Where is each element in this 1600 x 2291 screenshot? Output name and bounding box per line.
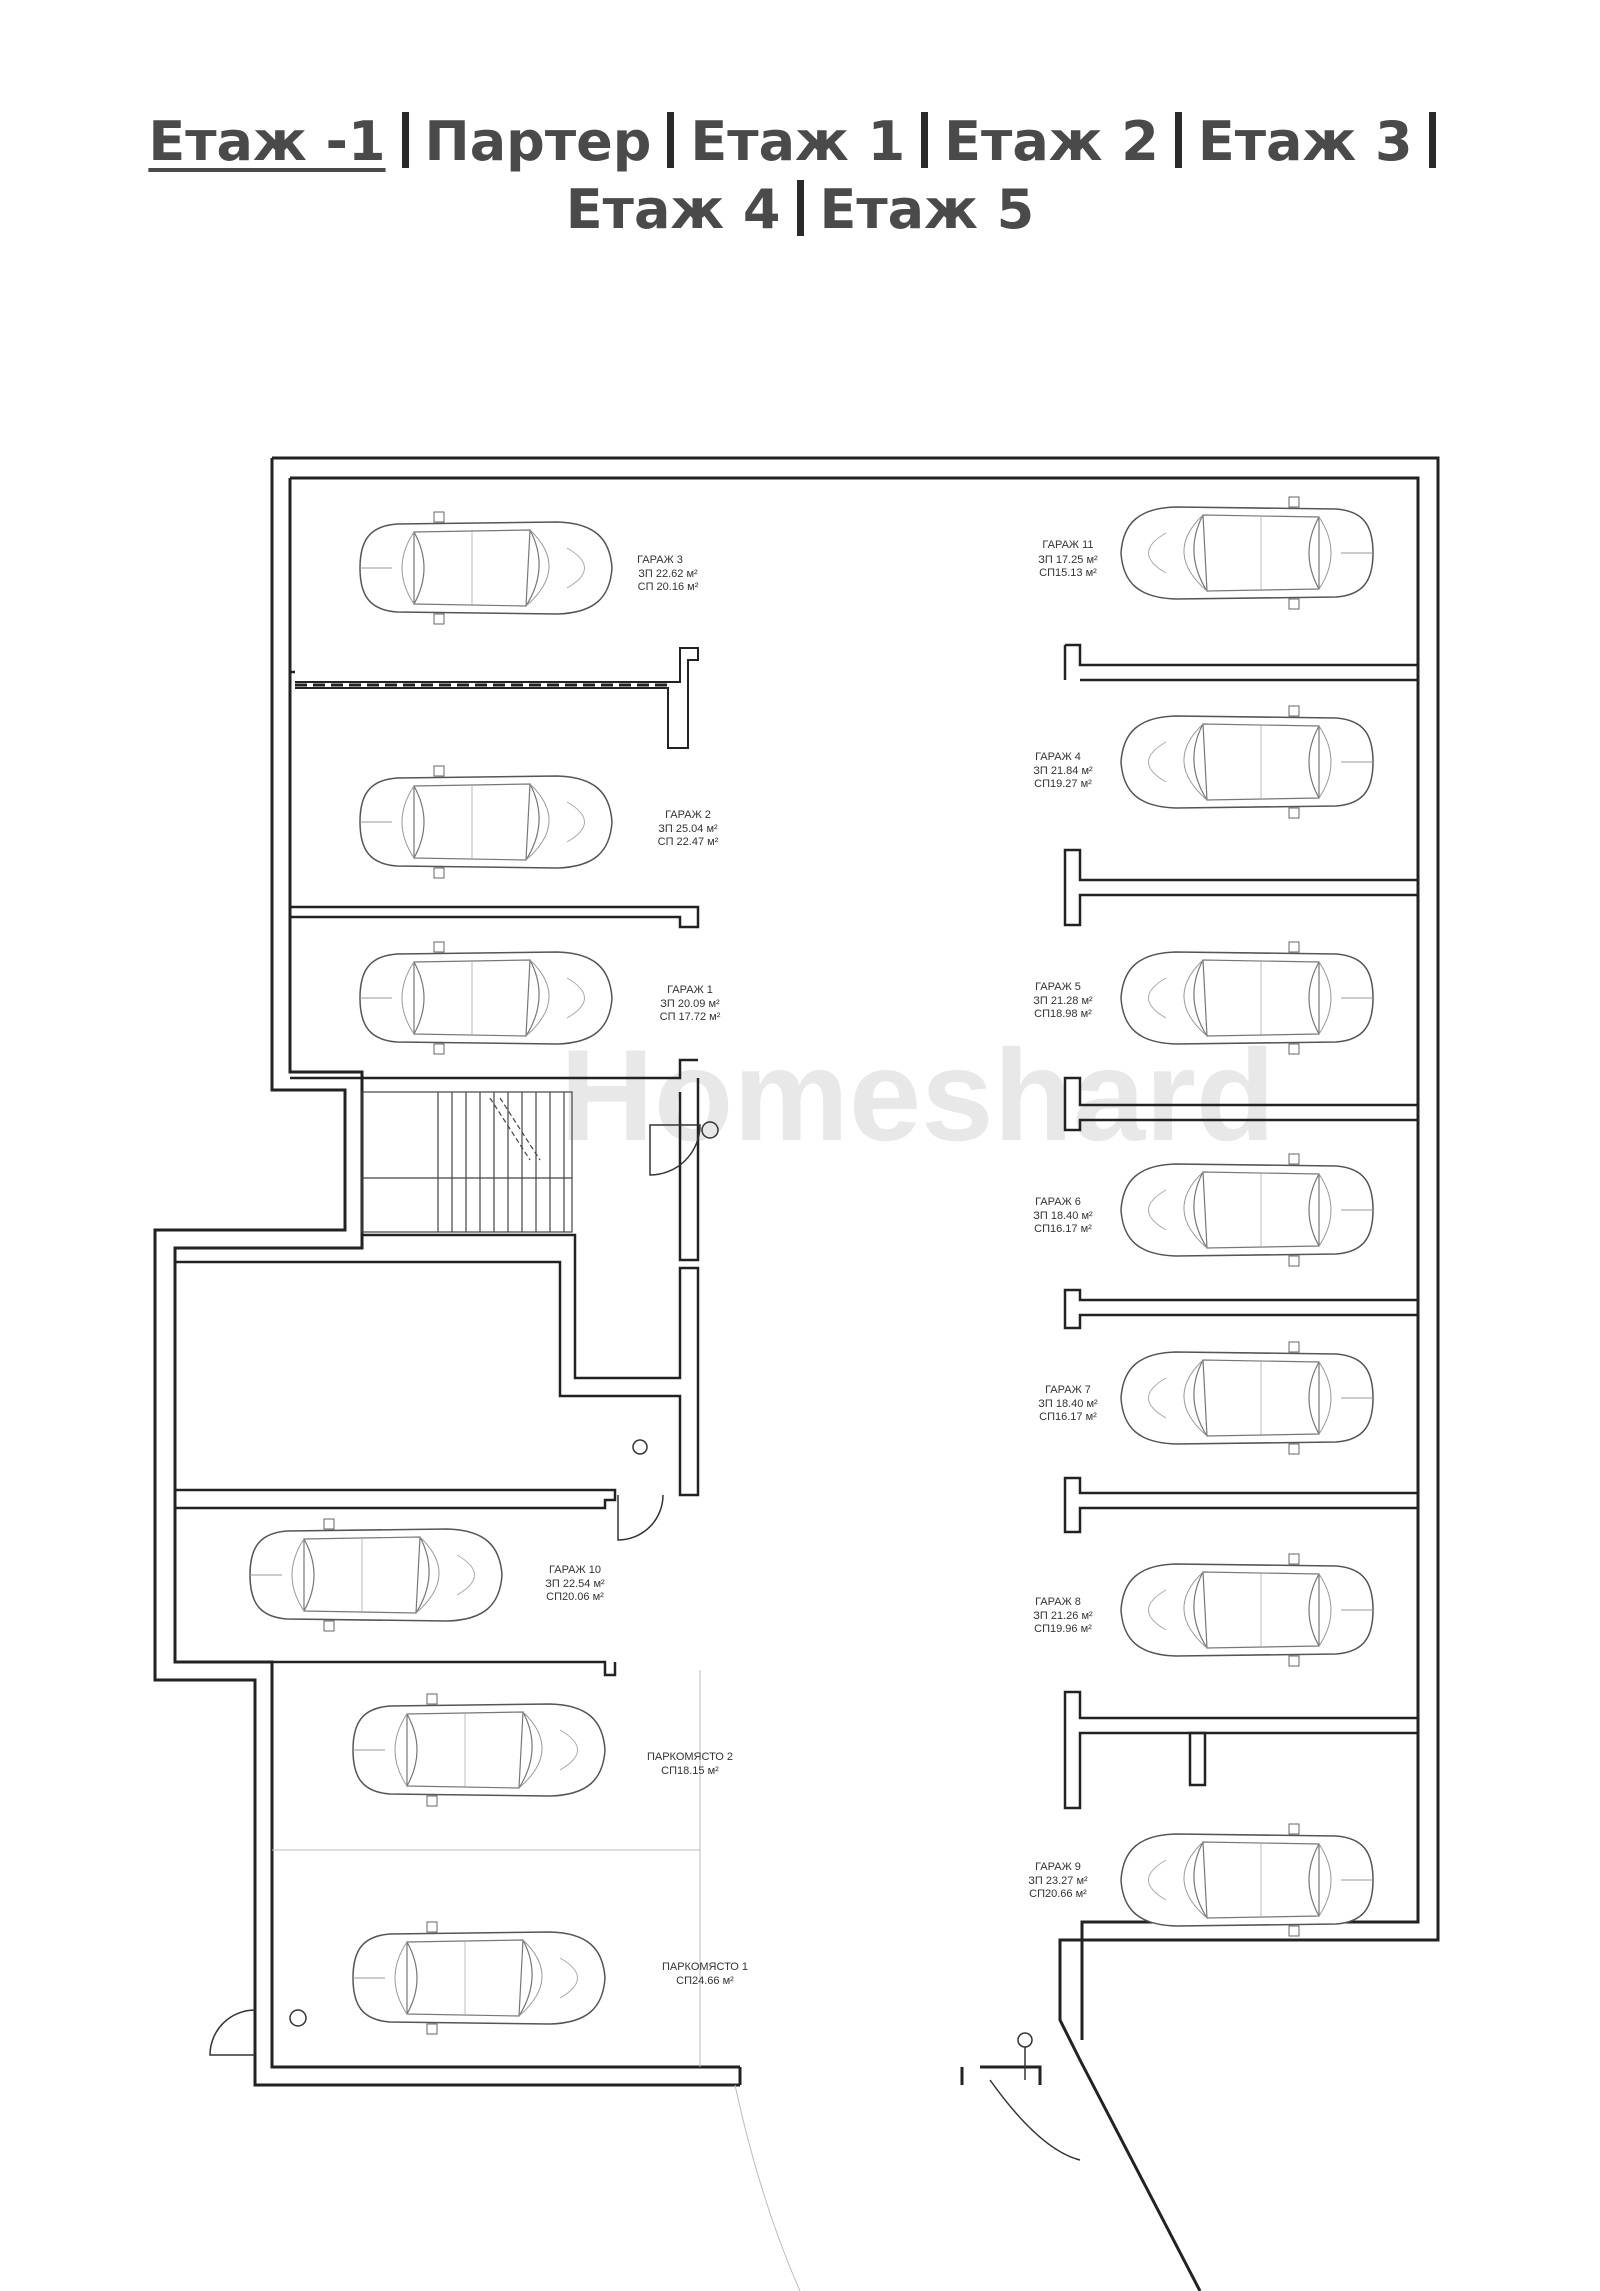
nav-separator [667, 112, 675, 168]
unit-sp: СП20.06 м² [546, 1591, 604, 1603]
garage-10-label[interactable]: ГАРАЖ 10 ЗП 22.54 м² СП20.06 м² [545, 1564, 605, 1603]
car-icon [1121, 1154, 1373, 1266]
unit-name: ГАРАЖ 11 [1042, 539, 1093, 551]
parking-2-label[interactable]: ПАРКОМЯСТО 2 СП18.15 м² [647, 1751, 733, 1777]
garage-3-label[interactable]: ГАРАЖ 3 ЗП 22.62 м² СП 20.16 м² [637, 554, 699, 593]
garage-11-label[interactable]: ГАРАЖ 11 ЗП 17.25 м² СП15.13 м² [1038, 539, 1098, 579]
unit-zp: ЗП 23.27 м² [1028, 1875, 1088, 1887]
unit-name: ГАРАЖ 4 [1035, 751, 1081, 763]
floor-link-2[interactable]: Етаж 2 [944, 110, 1159, 173]
parking-1-label[interactable]: ПАРКОМЯСТО 1 СП24.66 м² [662, 1961, 748, 1987]
unit-sp: СП18.15 м² [661, 1765, 719, 1777]
garage-7-label[interactable]: ГАРАЖ 7 ЗП 18.40 м² СП16.17 м² [1038, 1384, 1098, 1423]
unit-sp: СП19.96 м² [1034, 1623, 1092, 1635]
unit-sp: СП16.17 м² [1039, 1411, 1097, 1423]
car-icon [1121, 1554, 1373, 1666]
floor-link-3[interactable]: Етаж 3 [1197, 110, 1413, 173]
floor-link-minus-1[interactable]: Етаж -1 [148, 110, 386, 173]
unit-zp: ЗП 18.40 м² [1033, 1210, 1093, 1222]
floor-link-4[interactable]: Етаж 4 [565, 178, 781, 241]
doors [209, 1121, 1081, 2161]
cars [249, 497, 1373, 2035]
car-icon [249, 1518, 503, 1632]
garage-1-label[interactable]: ГАРАЖ 1 ЗП 20.09 м² СП 17.72 м² [660, 984, 721, 1023]
nav-separator [401, 112, 409, 168]
building-walls [153, 456, 1440, 2291]
left-garage-walls [175, 647, 700, 1677]
unit-sp: СП 22.47 м² [658, 836, 719, 848]
unit-zp: ЗП 18.40 м² [1038, 1398, 1098, 1410]
nav-separator [921, 112, 929, 168]
unit-sp: СП18.98 м² [1034, 1008, 1092, 1020]
floor-nav-row-2: Етаж 4 Етаж 5 [0, 176, 1600, 244]
unit-zp: ЗП 22.54 м² [545, 1578, 605, 1590]
unit-name: ГАРАЖ 6 [1035, 1196, 1081, 1208]
floor-link-1[interactable]: Етаж 1 [690, 110, 906, 173]
unit-zp: ЗП 17.25 м² [1038, 554, 1098, 566]
unit-name: ГАРАЖ 1 [667, 984, 713, 996]
staircase [361, 1091, 573, 1233]
car-icon [359, 765, 613, 879]
floor-link-5[interactable]: Етаж 5 [819, 178, 1035, 241]
unit-sp: СП24.66 м² [676, 1975, 734, 1987]
floor-link-ground[interactable]: Партер [424, 110, 652, 173]
garage-9-label[interactable]: ГАРАЖ 9 ЗП 23.27 м² СП20.66 м² [1028, 1861, 1088, 1900]
garage-2-label[interactable]: ГАРАЖ 2 ЗП 25.04 м² СП 22.47 м² [658, 809, 719, 848]
unit-zp: ЗП 21.84 м² [1033, 765, 1093, 777]
floor-nav-row-1: Етаж -1 Партер Етаж 1 Етаж 2 Етаж 3 [0, 108, 1600, 176]
unit-name: ГАРАЖ 5 [1035, 981, 1081, 993]
garage-6-label[interactable]: ГАРАЖ 6 ЗП 18.40 м² СП16.17 м² [1033, 1196, 1093, 1235]
nav-separator [796, 180, 804, 236]
car-icon [359, 941, 613, 1055]
guide-lines [272, 1670, 801, 2291]
garage-8-label[interactable]: ГАРАЖ 8 ЗП 21.26 м² СП19.96 м² [1033, 1596, 1093, 1635]
garage-4-label[interactable]: ГАРАЖ 4 ЗП 21.84 м² СП19.27 м² [1033, 751, 1093, 790]
unit-name: ГАРАЖ 3 [637, 554, 683, 566]
unit-zp: ЗП 25.04 м² [658, 823, 718, 835]
unit-name: ПАРКОМЯСТО 1 [662, 1961, 748, 1973]
unit-name: ПАРКОМЯСТО 2 [647, 1751, 733, 1763]
unit-zp: ЗП 21.28 м² [1033, 995, 1093, 1007]
unit-name: ГАРАЖ 9 [1035, 1861, 1081, 1873]
car-icon [352, 1921, 606, 2035]
car-icon [1121, 1342, 1373, 1454]
car-icon [1121, 706, 1373, 818]
car-icon [359, 511, 613, 625]
unit-name: ГАРАЖ 2 [665, 809, 711, 821]
garage-5-label[interactable]: ГАРАЖ 5 ЗП 21.28 м² СП18.98 м² [1033, 981, 1093, 1020]
unit-zp: ЗП 22.62 м² [638, 568, 698, 580]
unit-sp: СП 20.16 м² [638, 581, 699, 593]
unit-sp: СП20.66 м² [1029, 1888, 1087, 1900]
car-icon [1121, 1824, 1373, 1936]
nav-separator [1428, 112, 1436, 168]
unit-name: ГАРАЖ 7 [1045, 1384, 1091, 1396]
unit-sp: СП19.27 м² [1034, 778, 1092, 790]
right-garage-walls [1063, 643, 1420, 1810]
nav-separator [1174, 112, 1182, 168]
unit-sp: СП 17.72 м² [660, 1011, 721, 1023]
car-icon [352, 1693, 606, 1807]
unit-sp: СП15.13 м² [1039, 567, 1097, 579]
car-icon [1121, 497, 1373, 609]
unit-name: ГАРАЖ 8 [1035, 1596, 1081, 1608]
unit-zp: ЗП 21.26 м² [1033, 1610, 1093, 1622]
unit-name: ГАРАЖ 10 [549, 1564, 601, 1576]
unit-sp: СП16.17 м² [1034, 1223, 1092, 1235]
unit-zp: ЗП 20.09 м² [660, 998, 720, 1010]
car-icon [1121, 942, 1373, 1054]
